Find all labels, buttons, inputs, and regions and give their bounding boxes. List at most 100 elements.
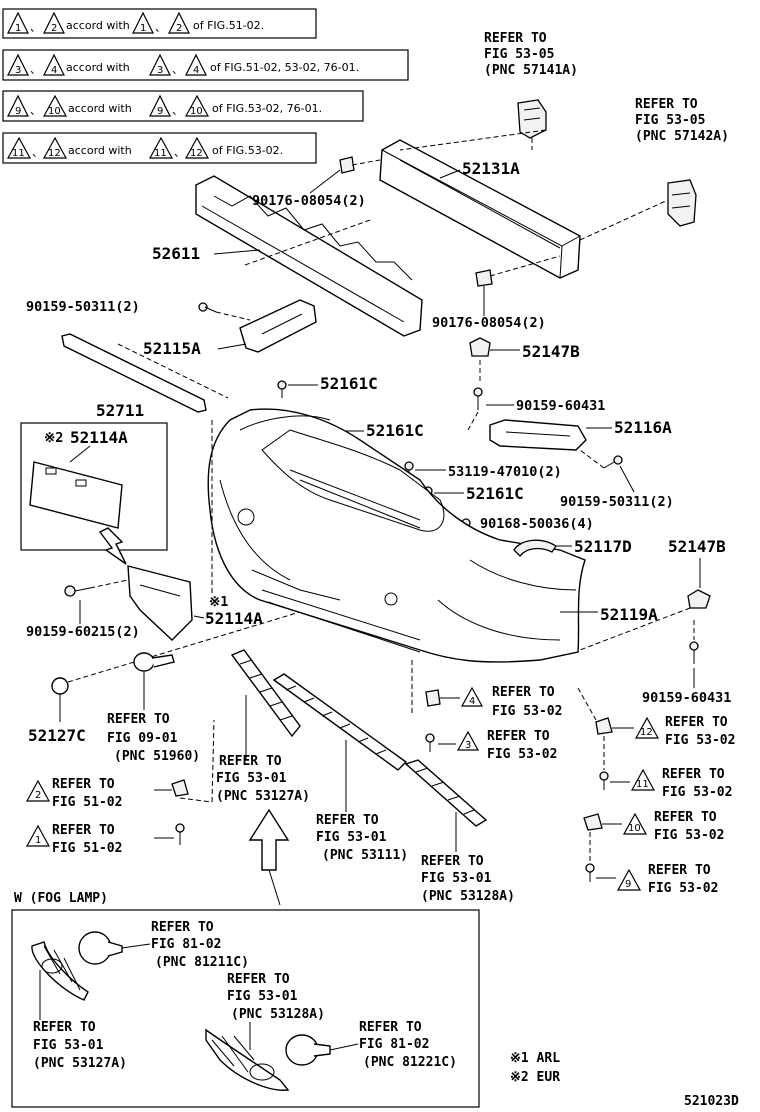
note-1-sep: 、 [30,21,41,34]
ref-53111-l1: REFER TO [316,813,379,828]
ref-tri-9: 9 REFER TO FIG 53-02 [585,832,718,896]
ref-57142A: REFER TO FIG 53-05 (PNC 57142A) [635,97,729,144]
ref-53111-l2: FIG 53-01 [316,830,387,845]
note-4-sep2: 、 [174,146,185,159]
ref-tri-10-l2: FIG 53-02 [654,828,724,843]
note-box-3: 9 、 10 accord with 9 、 10 of FIG.53-02, … [2,90,364,122]
fog-ref-81221C-l2: FIG 81-02 [359,1037,429,1052]
fog-ref-53127A-l1: REFER TO [33,1020,96,1035]
cap-52127C-drawing [51,677,69,695]
ref-53128A: REFER TO FIG 53-01 (PNC 53128A) [421,854,515,904]
note-4-num-d: 12 [190,148,203,159]
fog-ref-81221C-l3: (PNC 81221C) [363,1055,457,1070]
ref-tri-3-l1: REFER TO [487,729,550,744]
clip-90176-bottom-drawing [475,269,493,287]
fog-lamp-left-drawing [78,931,123,965]
bracket-57142A-drawing [667,179,697,227]
grille-53128A-drawing [404,759,488,827]
note-3-num-a: 9 [15,106,21,117]
ref-tri-12-l2: FIG 53-02 [665,733,735,748]
ref-57141A-l1: REFER TO [484,31,547,46]
legend-arl: ※1 ARL [510,1051,560,1066]
absorber-52611-drawing [195,175,423,337]
fog-ref-53127A-l2: FIG 53-01 [33,1038,104,1053]
ref-57141A-l2: FIG 53-05 [484,47,554,62]
plate-52114A-arl-drawing [127,565,193,641]
fog-bezel-left-drawing [31,941,89,1001]
ref-tri-4-l2: FIG 53-02 [492,704,562,719]
bolt-90159-50311-right-drawing [603,455,623,469]
ref-tri-2-l2: FIG 51-02 [52,795,122,810]
seal-52117D-drawing [513,539,557,557]
note-3-num-c: 9 [157,106,163,117]
bracket-52116A-drawing [489,419,587,451]
fog-ref-53128A: REFER TO FIG 53-01 (PNC 53128A) [227,972,325,1022]
ref-57141A-l3: (PNC 57141A) [484,63,578,78]
ref-53111: REFER TO FIG 53-01 (PNC 53111) [316,813,408,863]
label-52147B-right: 52147B [668,537,726,556]
label-52161C-3: 52161C [466,484,524,503]
ref-tri-1: 1 REFER TO FIG 51-02 [25,823,185,856]
ref-53128A-l2: FIG 53-01 [421,871,492,886]
ref-53127A-l1: REFER TO [219,754,282,769]
ref-51960-l3: (PNC 51960) [114,749,200,764]
ref-tri-4: 4 REFER TO FIG 53-02 [411,660,562,719]
fog-bezel-right-drawing [205,1028,290,1091]
note-4-sep: 、 [32,146,43,159]
fog-ref-53127A-l3: (PNC 53127A) [33,1056,127,1071]
tri-4-num: 4 [469,696,475,707]
molding-52711-drawing [61,333,207,413]
label-53119-47010: 53119-47010(2) [448,464,562,480]
note-4-suffix: of FIG.53-02. [212,144,283,157]
label-90159-60431-right: 90159-60431 [642,690,731,706]
note-3-num-b: 10 [48,106,61,117]
fog-lamp-title: W (FOG LAMP) [14,891,108,906]
clip-52147B-right-drawing [687,589,711,609]
label-52161C-1: 52161C [320,374,378,393]
ref-53127A-l2: FIG 53-01 [216,771,287,786]
note-box-4: 11 、 12 accord with 11 、 12 of FIG.53-02… [2,132,317,164]
note-4-num-a: 11 [12,148,25,159]
ref-tri-10-l1: REFER TO [654,810,717,825]
label-90159-50311-left: 90159-50311(2) [26,299,140,315]
tri-9-num: 9 [625,879,631,890]
label-90159-50311-right: 90159-50311(2) [560,494,674,510]
note-2-num-b: 4 [51,65,57,76]
label-90159-60431-top: 90159-60431 [516,398,605,414]
label-90176-bottom: 90176-08054(2) [432,315,546,331]
ref-53128A-l1: REFER TO [421,854,484,869]
ref-51960-l1: REFER TO [107,712,170,727]
note-1-num-c: 1 [140,23,146,34]
note-3-mid: accord with [68,102,132,115]
grille-53111-drawing [272,673,408,771]
fog-ref-81211C-l1: REFER TO [151,920,214,935]
ref-tri-9-l1: REFER TO [648,863,711,878]
label-52115A: 52115A [143,339,201,358]
note-2-sep2: 、 [172,63,183,76]
fog-ref-53128A-l3: (PNC 53128A) [231,1007,325,1022]
label-52117D: 52117D [574,537,632,556]
note-2-num-a: 3 [15,65,21,76]
ref-51960: REFER TO FIG 09-01 (PNC 51960) [107,712,200,764]
note-2-num-c: 3 [157,65,163,76]
ref-tri-2-l1: REFER TO [52,777,115,792]
mark-52114A-eur: ※2 [44,430,63,446]
note-1-sep2: 、 [155,21,166,34]
bolt-90159-60431-top-drawing [473,387,483,410]
ref-53111-l3: (PNC 53111) [322,848,408,863]
ref-tri-9-l2: FIG 53-02 [648,881,718,896]
bolt-90159-50311-left-drawing [198,302,217,313]
label-52131A: 52131A [462,159,520,178]
label-52611: 52611 [152,244,200,263]
ref-tri-11-l2: FIG 53-02 [662,785,732,800]
clip-90176-top-drawing [339,156,355,174]
note-2-suffix: of FIG.51-02, 53-02, 76-01. [210,61,359,74]
label-52127C: 52127C [28,726,86,745]
tri-2-num: 2 [35,790,41,801]
label-90168-50036: 90168-50036(4) [480,516,594,532]
bracket-52115A-drawing [239,299,317,353]
fog-ref-53128A-l2: FIG 53-01 [227,989,298,1004]
ref-tri-11: 11 REFER TO FIG 53-02 [599,736,732,800]
ref-tri-11-l1: REFER TO [662,767,725,782]
